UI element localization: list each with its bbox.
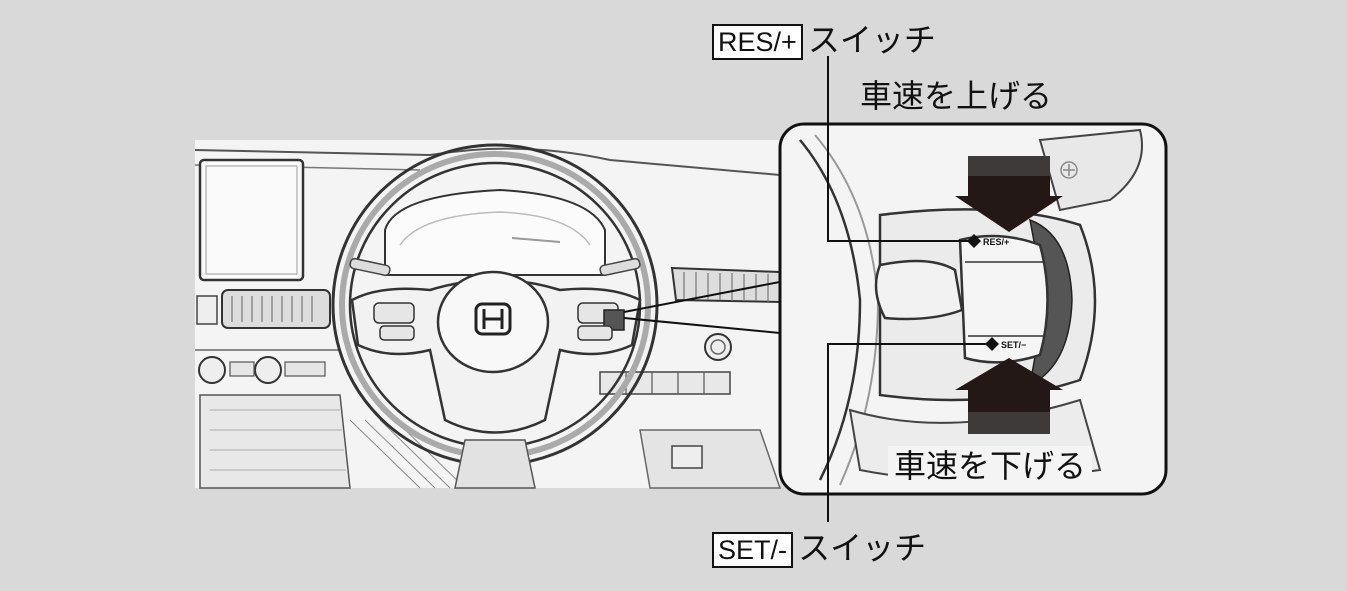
- set-suffix-label: スイッチ: [798, 529, 927, 567]
- res-switch-text: RES/+: [983, 237, 1009, 247]
- set-key-label: SET/-: [712, 532, 794, 568]
- res-marker-icon: [967, 234, 981, 248]
- res-switch-callout: RES/+ スイッチ: [712, 20, 936, 60]
- speed-up-label: 車速を上げる: [860, 77, 1053, 115]
- set-switch-callout: SET/- スイッチ: [712, 528, 926, 568]
- set-leader-line: [827, 343, 986, 522]
- brand-logo-icon: [474, 302, 512, 336]
- press-down-arrow-icon: [955, 156, 1063, 232]
- press-up-arrow-icon: [955, 358, 1063, 434]
- speed-down-label: 車速を下げる: [888, 446, 1093, 486]
- res-key-label: RES/+: [712, 24, 803, 60]
- zoom-pointer-top: [623, 279, 791, 313]
- set-switch-text: SET/−: [1001, 340, 1026, 350]
- zoom-pointer-bottom: [623, 317, 791, 335]
- res-leader-line: [827, 56, 968, 242]
- res-suffix-label: スイッチ: [807, 21, 936, 59]
- zoom-inset: [778, 122, 1168, 496]
- set-marker-icon: [985, 337, 999, 351]
- dashboard-illustration: [194, 140, 782, 489]
